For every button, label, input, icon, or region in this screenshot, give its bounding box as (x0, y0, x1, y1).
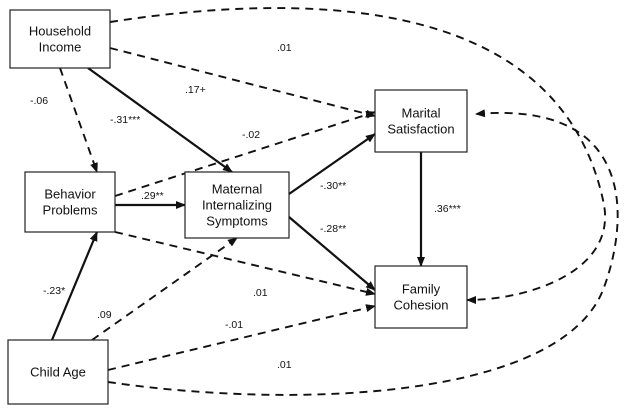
node-label-line: Household (29, 24, 91, 39)
node-box (24, 171, 116, 233)
edge-label-behavior-to-marital: -.02 (242, 129, 260, 141)
node-label-line: Cohesion (394, 298, 449, 313)
edge-maternal-to-marital (288, 133, 376, 195)
edge-income-to-maternal (87, 67, 233, 173)
node-label-line: Income (39, 40, 82, 55)
edge-childage-to-marital (107, 109, 619, 396)
edge-childage-to-maternal (91, 237, 238, 341)
node-label-line: Family (402, 282, 441, 297)
edge-income-to-behavior (59, 67, 98, 173)
node-label-line: Satisfaction (387, 122, 454, 137)
edge-income-to-cohesion (109, 7, 606, 304)
edge-childage-to-behavior (50, 231, 99, 341)
edge-label-income-to-maternal: -.31*** (110, 114, 140, 126)
edge-label-childage-to-marital: .01 (277, 359, 292, 371)
node-label-line: Maternal (212, 182, 263, 197)
node-childage: Child Age (7, 339, 109, 405)
node-label-line: Marital (401, 106, 440, 121)
edge-label-income-to-cohesion: .01 (277, 42, 292, 54)
node-box (374, 265, 468, 329)
node-box (7, 339, 109, 405)
node-label-line: Child Age (30, 365, 86, 380)
edge-childage-to-cohesion (107, 304, 376, 371)
edge-label-childage-to-behavior: -.23* (43, 285, 65, 297)
edge-maternal-to-cohesion (288, 216, 376, 291)
node-box (184, 171, 290, 239)
edge-label-childage-to-maternal: .09 (97, 309, 112, 321)
edge-label-childage-to-cohesion: -.01 (225, 319, 243, 331)
edge-income-to-marital (109, 47, 376, 118)
edge-label-behavior-to-maternal: .29** (141, 190, 164, 202)
node-label-line: Behavior (44, 187, 96, 202)
edge-label-maternal-to-marital: -.30** (320, 180, 346, 192)
node-label-line: Symptoms (206, 214, 268, 229)
node-label-line: Internalizing (202, 198, 272, 213)
edge-label-maternal-to-cohesion: -.28** (320, 223, 346, 235)
node-box (374, 89, 468, 153)
node-label-line: Problems (43, 203, 98, 218)
edge-behavior-to-cohesion (114, 231, 376, 296)
edge-behavior-to-marital (114, 110, 376, 197)
edge-label-behavior-to-cohesion: .01 (253, 287, 268, 299)
edge-label-income-to-behavior: -.06 (30, 95, 48, 107)
edge-label-income-to-marital: .17+ (185, 84, 206, 96)
edge-label-marital-to-cohesion: .36*** (434, 203, 461, 215)
node-box (9, 9, 111, 69)
